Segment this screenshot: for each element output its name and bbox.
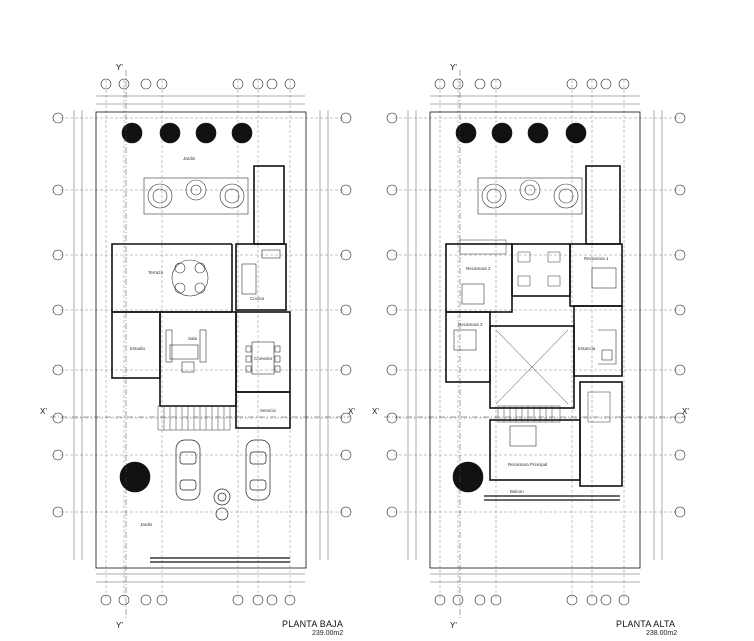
room-label-jardin-top: Jardin bbox=[183, 156, 196, 161]
family-room-sofa bbox=[598, 329, 617, 365]
dining-table bbox=[245, 341, 281, 375]
stairs bbox=[157, 405, 231, 431]
planta-baja-axis-y-top: Y' bbox=[116, 63, 123, 72]
balcony-rail bbox=[484, 495, 620, 501]
bathroom-fixtures bbox=[517, 251, 611, 423]
room-label-recamara-principal: Recamara Principal bbox=[508, 462, 547, 467]
grid-lines bbox=[394, 80, 680, 600]
grid-lines bbox=[60, 80, 345, 600]
lot-boundary bbox=[95, 111, 307, 569]
planta-alta-axis-y-bottom: Y' bbox=[450, 621, 457, 630]
planta-alta-axis-x-left: X' bbox=[372, 407, 379, 416]
dimension-lines bbox=[407, 95, 663, 583]
grid-bubbles bbox=[386, 78, 686, 606]
planta-alta-drawing bbox=[384, 70, 686, 620]
room-label-comedor: Comedor bbox=[254, 356, 273, 361]
stairs bbox=[459, 239, 561, 423]
planta-baja-drawing bbox=[50, 70, 352, 620]
cars bbox=[175, 439, 271, 521]
room-label-estudio: Estudio bbox=[130, 346, 146, 351]
room-label-recamara-1: Recamara 1 bbox=[584, 256, 609, 261]
living-room-furniture bbox=[165, 329, 207, 373]
beds bbox=[453, 267, 617, 447]
pool bbox=[143, 177, 249, 215]
room-label-sala: Sala bbox=[188, 336, 198, 341]
tree-bottom bbox=[119, 461, 151, 493]
kitchen-counter bbox=[241, 249, 281, 295]
planta-alta-axis-y-top: Y' bbox=[450, 63, 457, 72]
double-height-void bbox=[495, 329, 569, 405]
lot-boundary bbox=[429, 111, 641, 569]
trees-top bbox=[121, 122, 253, 144]
pool bbox=[477, 177, 583, 215]
room-label-cocina: Cocina bbox=[250, 296, 265, 301]
front-wall bbox=[150, 557, 290, 563]
planta-baja-axis-x-right: X' bbox=[348, 407, 355, 416]
planta-alta-axis-x-right: X' bbox=[682, 407, 689, 416]
tree-bottom bbox=[452, 461, 484, 493]
grid-bubbles bbox=[52, 78, 352, 606]
room-label-jardin-bottom: Jardin bbox=[140, 522, 153, 527]
terrace-table bbox=[171, 259, 209, 297]
walls bbox=[445, 165, 623, 487]
planta-baja-area: 239.00m2 bbox=[312, 630, 344, 637]
trees-top bbox=[455, 122, 587, 144]
room-label-servicio: Servicio bbox=[260, 408, 277, 413]
planta-alta-title: PLANTA ALTA bbox=[616, 619, 676, 629]
dimension-lines bbox=[73, 95, 329, 583]
planta-baja-axis-y-bottom: Y' bbox=[116, 621, 123, 630]
planta-baja-axis-x-left: X' bbox=[40, 407, 47, 416]
room-label-recamara-2: Recamara 2 bbox=[466, 266, 491, 271]
room-label-terraza: Terraza bbox=[148, 270, 164, 275]
planta-baja-title: PLANTA BAJA bbox=[282, 619, 344, 629]
room-label-balcon: Balcon bbox=[510, 489, 524, 494]
room-label-recamara-3: Recamara 3 bbox=[458, 322, 483, 327]
room-label-estancia: Estancia bbox=[578, 346, 596, 351]
planta-alta-area: 238.00m2 bbox=[646, 630, 678, 637]
